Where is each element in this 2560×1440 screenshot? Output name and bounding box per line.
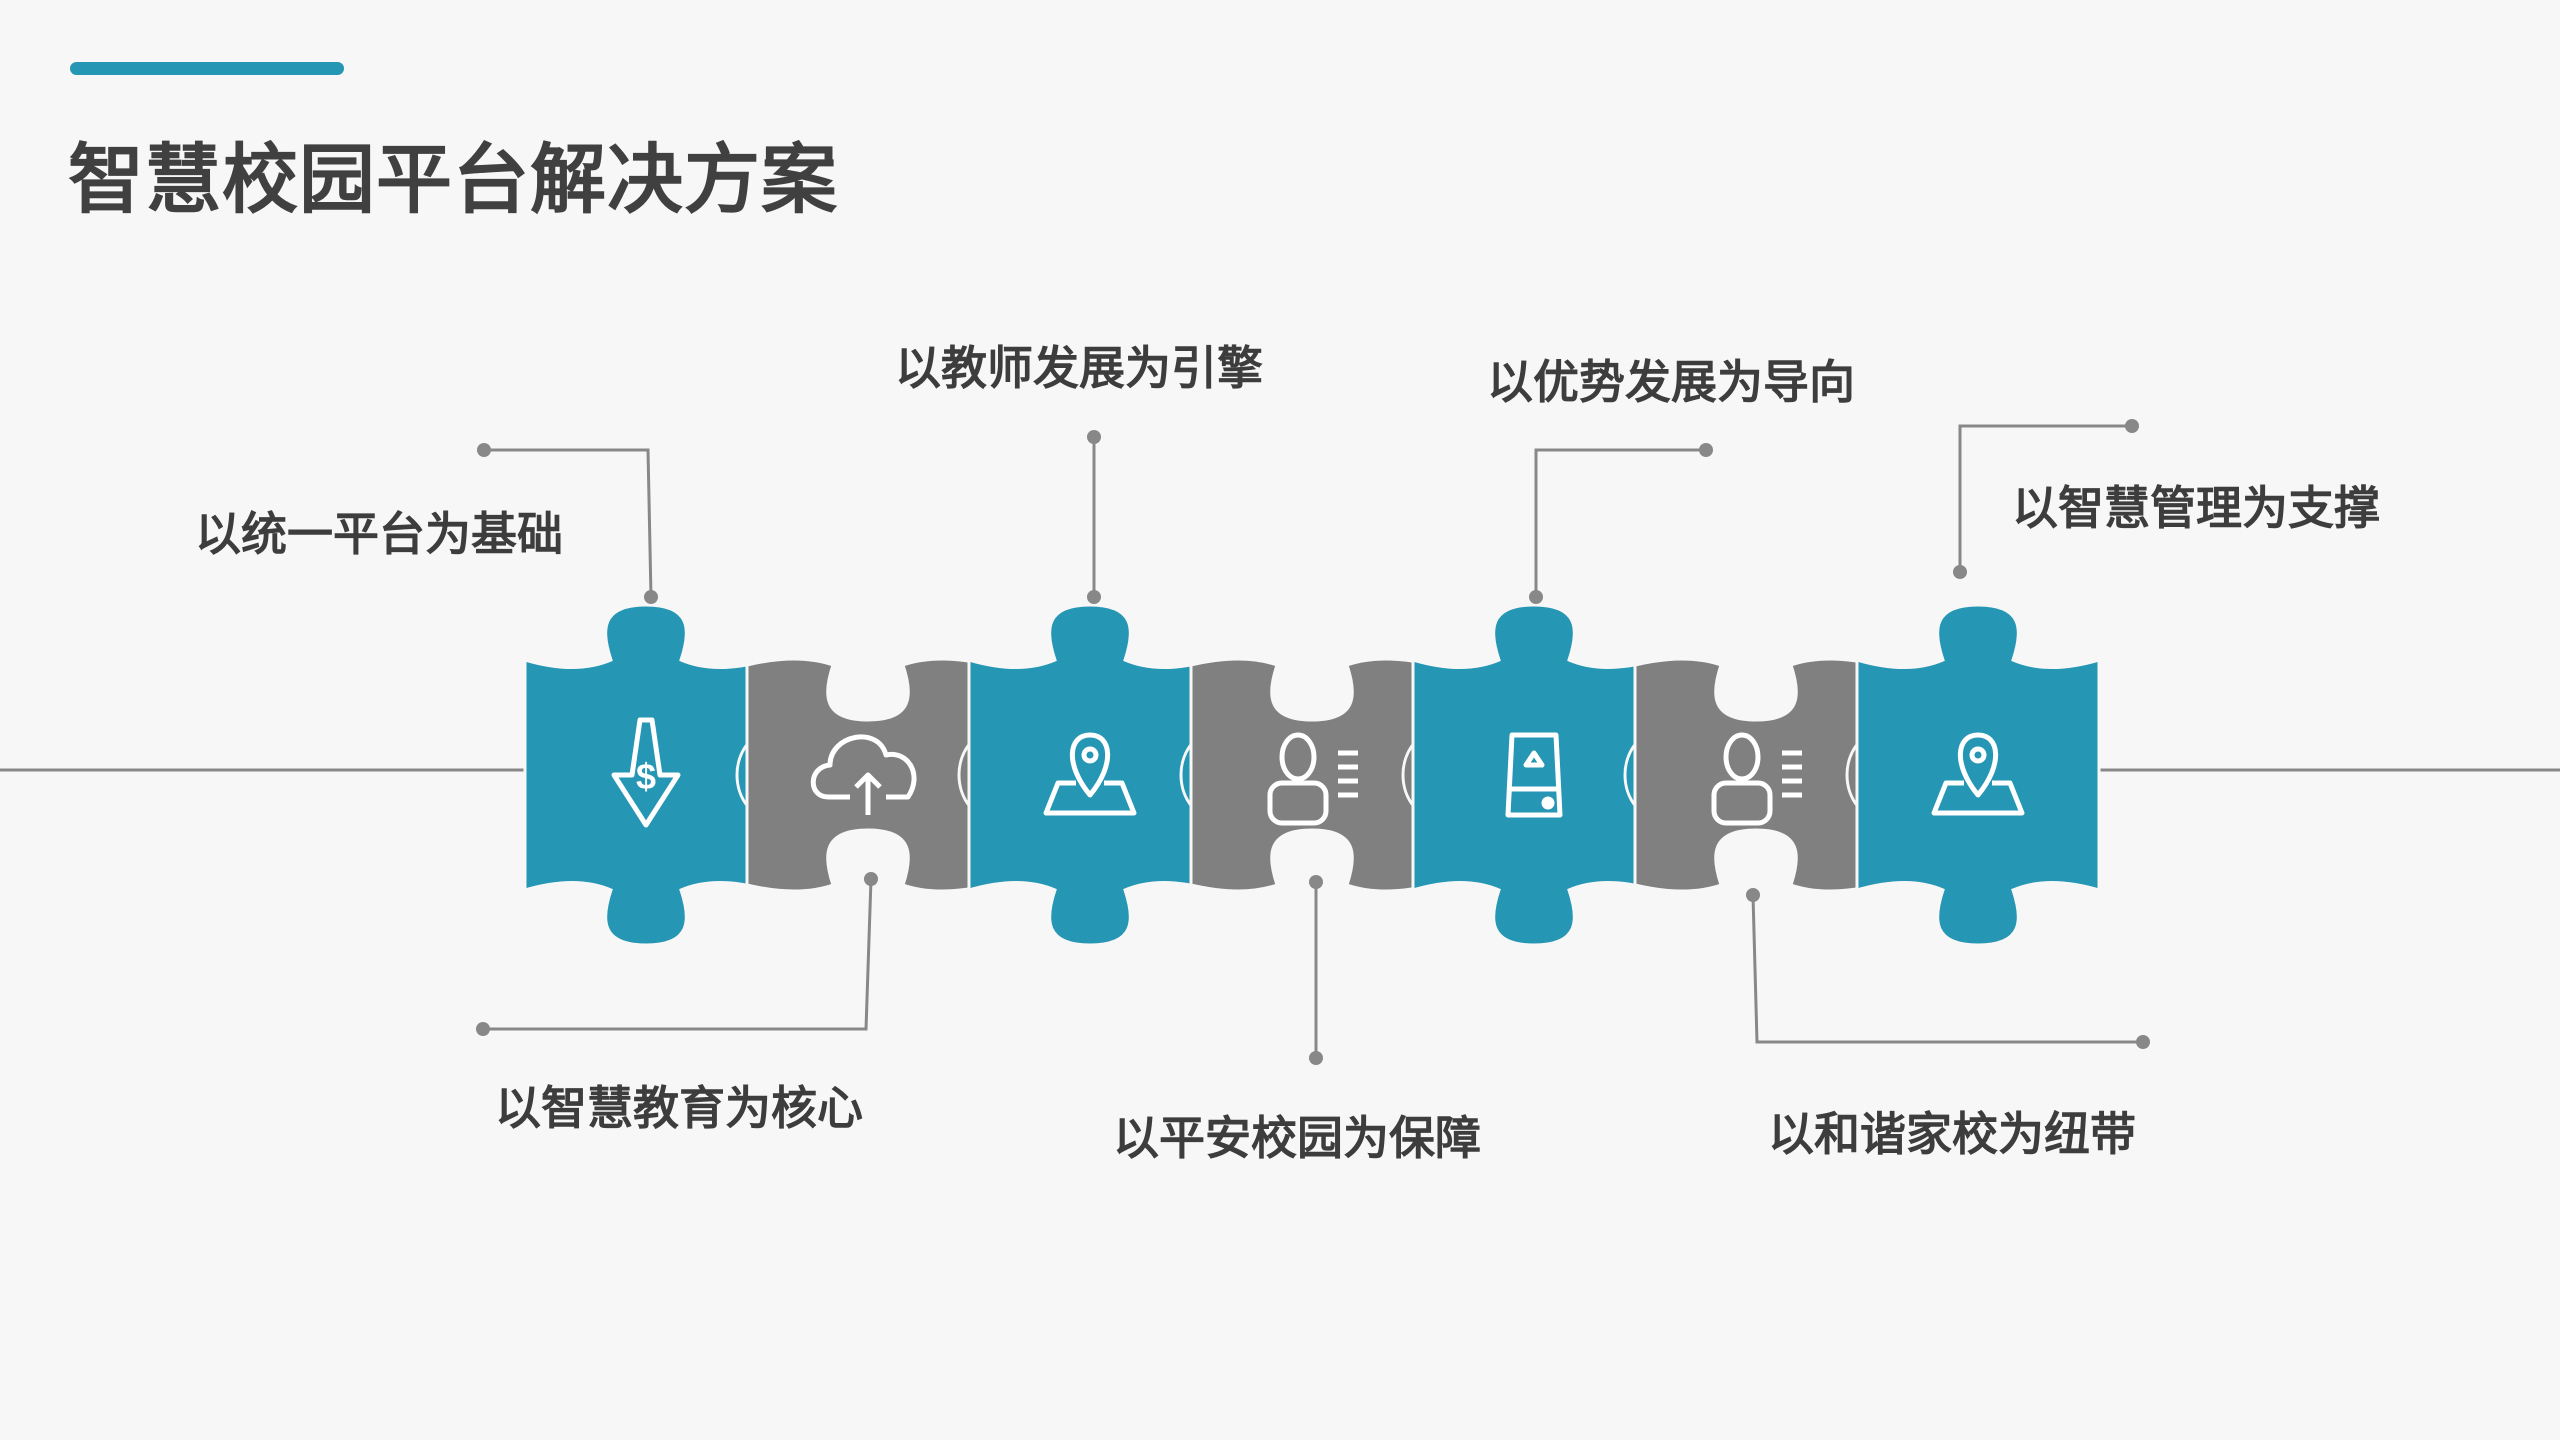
puzzle-piece [1189,657,1435,893]
puzzle-piece [1633,657,1879,893]
label-home-school: 以和谐家校为纽带 [1768,1107,2136,1161]
label-advantage-development: 以优势发展为导向 [1487,355,1855,409]
map-pin-icon [1043,732,1137,816]
dollar-down-arrow-icon: $ [611,717,681,828]
svg-text:$: $ [636,756,656,797]
puzzle-piece [1411,603,1657,947]
connector-6 [1751,894,2143,1044]
user-list-icon [1711,732,1802,826]
map-pin-icon [1931,732,2025,816]
connector-dot [477,443,491,457]
connector-dot [1746,888,1760,902]
connector-dot [644,590,658,604]
title-accent-bar [70,62,344,75]
connector-dot [1699,443,1713,457]
label-teacher-development: 以教师发展为引擎 [895,341,1263,395]
connector-1 [484,448,653,598]
cloud-upload-icon [810,734,917,815]
connector-dot [1529,590,1543,604]
storage-drive-icon [1505,732,1563,818]
connector-5 [1534,448,1706,597]
label-unified-platform: 以统一平台为基础 [195,507,563,561]
connector-dot [1309,1051,1323,1065]
label-safe-campus: 以平安校园为保障 [1113,1111,1481,1165]
puzzle-piece [1855,603,2101,947]
page-title: 智慧校园平台解决方案 [68,135,838,224]
connector-dot [1309,875,1323,889]
connector-dot [1087,590,1101,604]
connector-dot [864,872,878,886]
connector-dot [2136,1035,2150,1049]
label-smart-education: 以智慧教育为核心 [495,1081,863,1135]
connector-2 [483,878,873,1031]
connector-dot [476,1022,490,1036]
connector-dot [2125,419,2139,433]
user-list-icon [1267,732,1358,826]
connector-dot [1087,430,1101,444]
label-smart-management: 以智慧管理为支撑 [2012,481,2380,535]
connector-7 [1958,424,2132,572]
connector-dot [1953,565,1967,579]
puzzle-piece [967,603,1213,947]
